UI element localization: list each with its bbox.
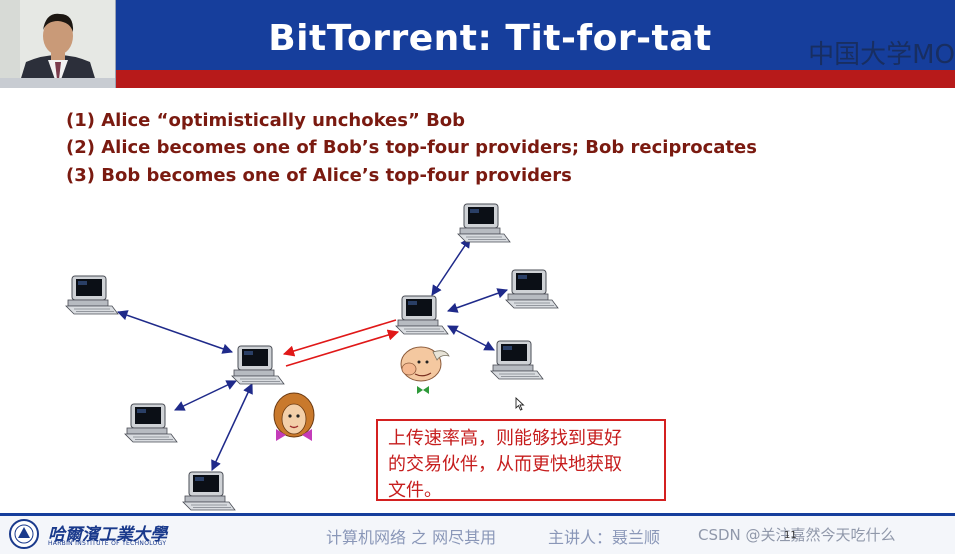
alice-avatar-icon	[274, 393, 314, 441]
link-left-peer-alice	[118, 312, 232, 352]
bob-avatar-icon	[401, 347, 449, 394]
school-name-en: HARBIN INSTITUTE OF TECHNOLOGY	[48, 540, 166, 547]
computer-icon	[491, 341, 543, 379]
computer-icon	[66, 276, 118, 314]
page-number: 11	[784, 530, 797, 541]
csdn-watermark: CSDN @关注嘉然今天吃什么	[698, 524, 896, 545]
course-name: 计算机网络 之 网尽其用	[326, 524, 496, 548]
red-links	[284, 320, 398, 366]
computer-icon	[232, 346, 284, 384]
note-box: 上传速率高，则能够找到更好 的交易伙伴，从而更快地获取 文件。	[376, 419, 666, 501]
computer-icon	[458, 204, 510, 242]
university-seal-icon	[6, 518, 42, 550]
computer-icon	[183, 472, 235, 510]
link-bottom-peer-alice	[212, 384, 252, 470]
computer-icon	[396, 296, 448, 334]
slide-footer: 哈爾濱工業大學 HARBIN INSTITUTE OF TECHNOLOGY 计…	[0, 513, 955, 554]
computer-icon	[125, 404, 177, 442]
lecturer-name: 主讲人：聂兰顺	[548, 524, 660, 548]
note-line-2: 的交易伙伴，从而更快地获取	[388, 452, 654, 478]
link-lower-right-peer-bob	[448, 326, 494, 350]
link-lower-peer-alice	[175, 381, 236, 410]
cursor-icon	[515, 397, 525, 411]
computer-icon	[506, 270, 558, 308]
note-line-1: 上传速率高，则能够找到更好	[388, 426, 654, 452]
link-top-peer-bob	[432, 238, 470, 295]
link-right-peer-bob	[448, 290, 507, 311]
note-line-3: 文件。	[388, 478, 654, 504]
